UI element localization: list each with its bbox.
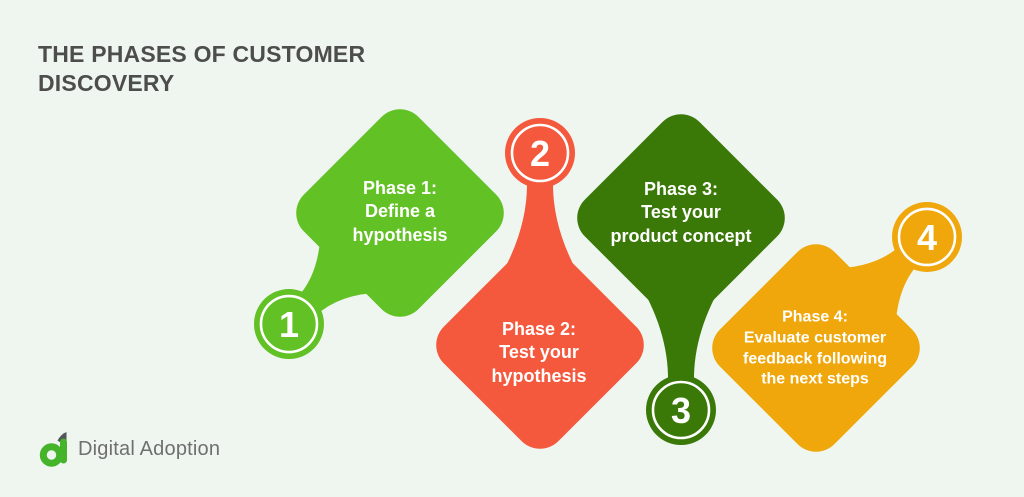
phase-4-shape [712, 201, 963, 452]
phase-2-number: 2 [529, 133, 551, 174]
brand-logo-text: Digital Adoption [78, 437, 221, 460]
phase-1-number: 1 [278, 304, 300, 345]
phase-3-number-badge [646, 375, 716, 445]
phase-3-label: Phase 3: Test your product concept [610, 178, 752, 246]
phase-2-label: Phase 2: Test your hypothesis [491, 318, 587, 386]
logo-a-bowl [39, 443, 64, 467]
phase-4-label: Phase 4: Evaluate customer feedback foll… [742, 308, 887, 388]
phase-2-number-badge [505, 118, 575, 188]
phase-2-diamond [436, 241, 644, 449]
phase-2-badge-ring [510, 123, 570, 183]
phase-1-badge-ring [259, 294, 319, 354]
phase-2-shape [436, 118, 644, 449]
phase-4-diamond [712, 244, 920, 452]
brand-logo: Digital Adoption [38, 430, 220, 468]
phase-4-badge-ring [897, 207, 957, 267]
phase-3-diamond [577, 114, 785, 322]
phase-1-diamond [296, 109, 504, 317]
phase-1-label: Phase 1: Define a hypothesis [352, 177, 448, 245]
phase-3-number: 3 [670, 390, 692, 431]
phase-1-shape [253, 109, 504, 360]
phase-3-shape [577, 114, 785, 445]
digital-adoption-logo-icon [39, 432, 67, 467]
phase-4-number-badge [892, 201, 963, 272]
phase-3-badge-ring [651, 380, 711, 440]
page-title: THE PHASES OF CUSTOMER DISCOVERY [38, 41, 366, 97]
phase-1-number-badge [253, 289, 324, 360]
phase-4-number: 4 [916, 217, 938, 258]
